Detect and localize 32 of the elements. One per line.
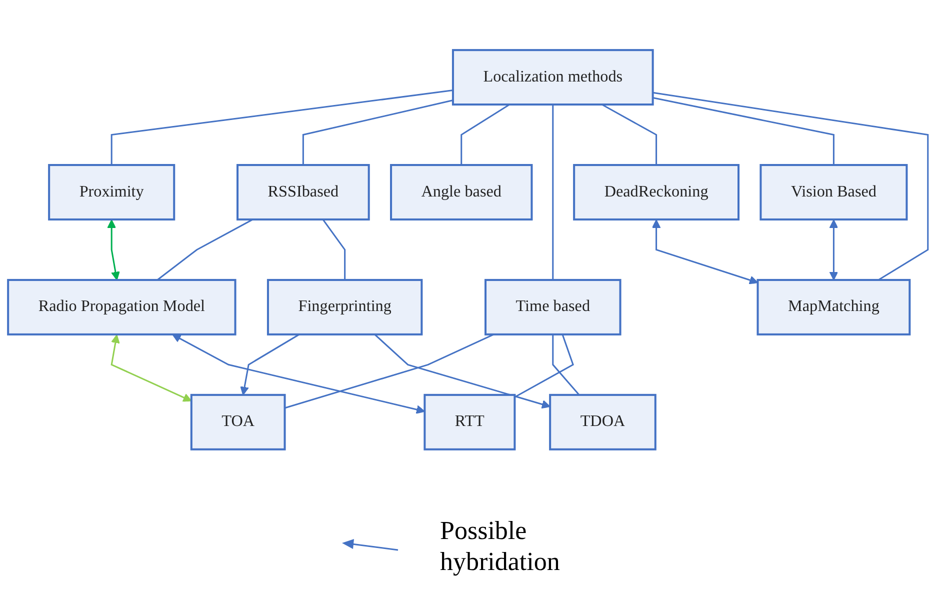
node-box: Angle based (390, 164, 533, 221)
arrow (110, 334, 192, 402)
connector (156, 219, 254, 281)
arrow (172, 334, 426, 414)
connector (602, 104, 658, 166)
node-box: RTT (424, 394, 516, 451)
connector (552, 334, 580, 396)
arrow (829, 220, 838, 281)
node-box: Proximity (48, 164, 176, 221)
connector (652, 97, 834, 166)
connector (514, 334, 574, 398)
node-box: Localization methods (452, 49, 654, 106)
arrow (240, 334, 300, 396)
connector (322, 219, 346, 280)
node-box: Radio Propagation Model (7, 279, 236, 336)
node-box: TDOA (549, 394, 656, 451)
node-box: Fingerprinting (266, 279, 423, 336)
arrow (652, 220, 758, 285)
node-box: RSSIbased (236, 164, 370, 221)
connector (552, 104, 554, 280)
node-box: Time based (484, 279, 622, 336)
node-box: MapMatching (756, 279, 911, 336)
connector (460, 104, 510, 166)
node-box: TOA (190, 394, 286, 451)
node-box: Vision Based (760, 164, 908, 221)
connector (302, 100, 454, 166)
connector (652, 92, 929, 281)
arrow (107, 220, 120, 281)
connector (110, 90, 454, 166)
arrow (374, 334, 550, 409)
legend-text: Possible hybridation (440, 515, 561, 578)
node-box: DeadReckoning (573, 164, 740, 221)
